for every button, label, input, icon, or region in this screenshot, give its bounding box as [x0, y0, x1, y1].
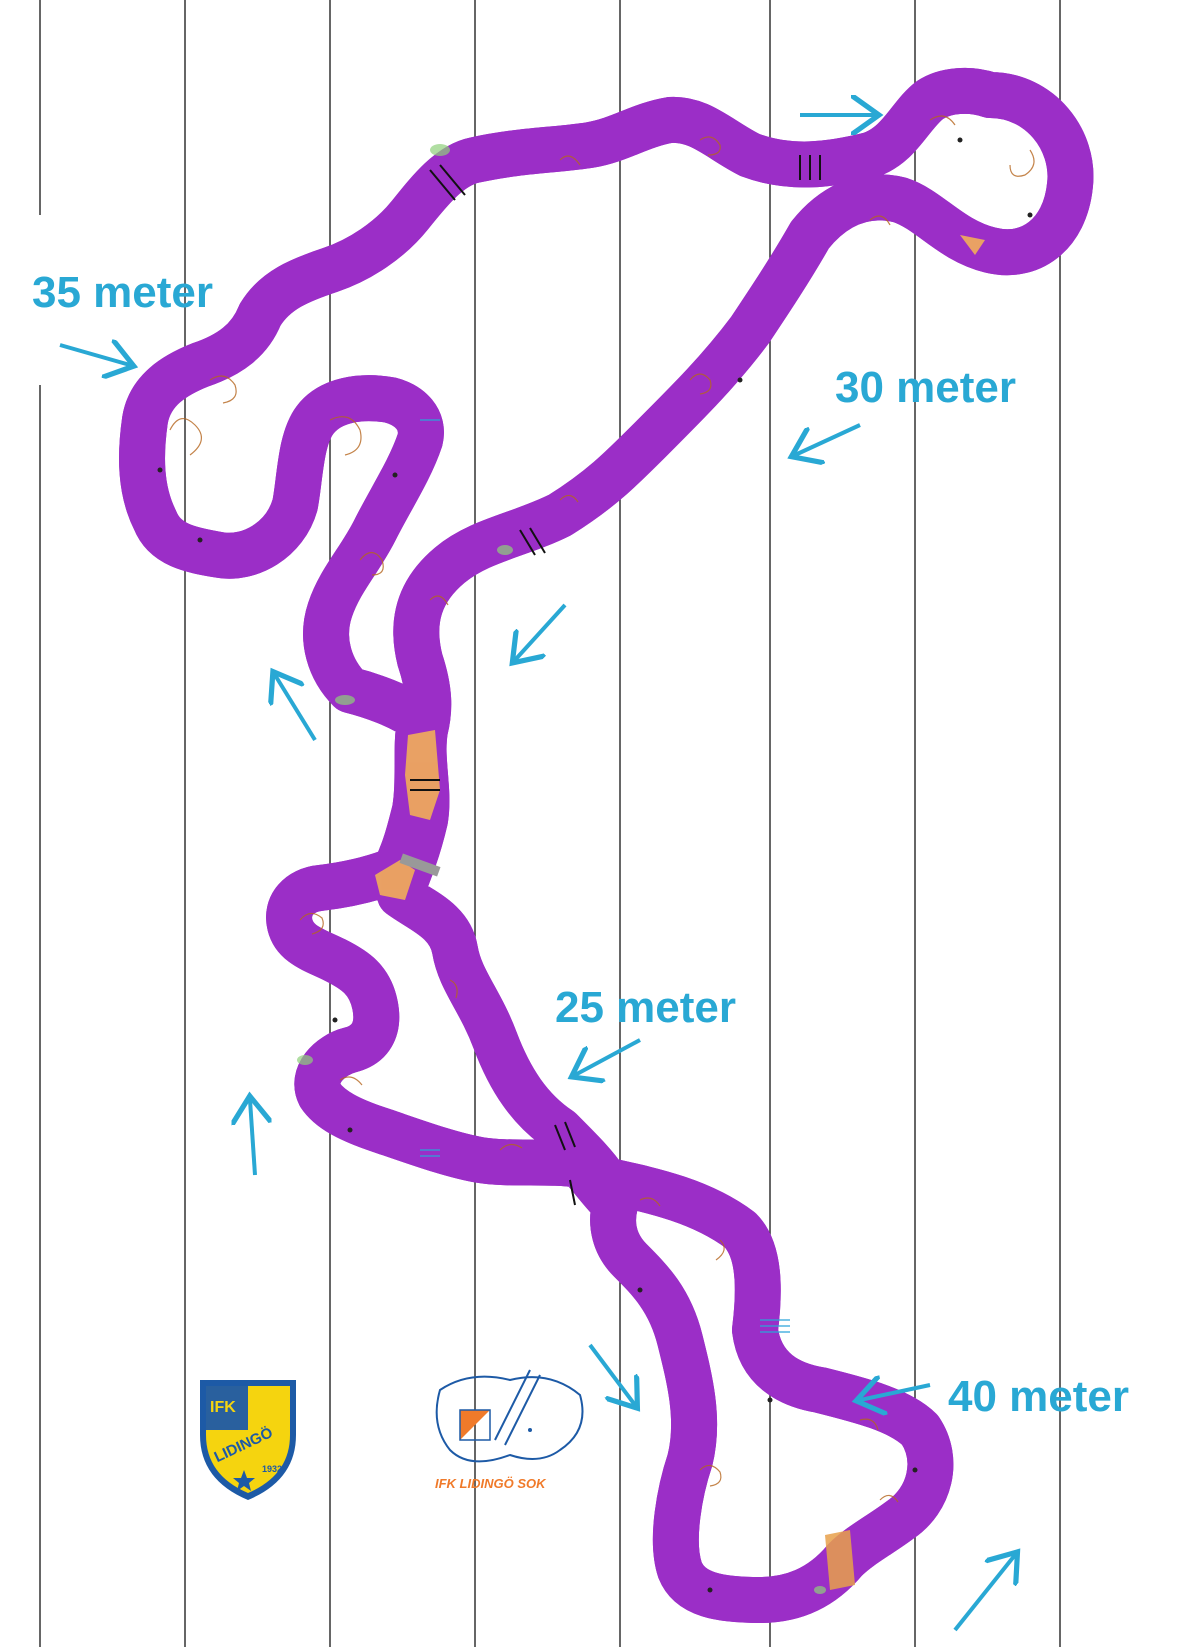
distance-label-35: 35 meter — [32, 268, 214, 317]
vegetation — [497, 545, 513, 555]
open-land-areas — [375, 235, 985, 1590]
ifk-lidingo-sok-logo: IFK LIDINGÖ SOK — [435, 1369, 584, 1491]
arrow-in-35-icon — [59, 345, 130, 365]
contour-lines — [169, 115, 1035, 1503]
open-land — [405, 730, 440, 820]
marsh-areas — [420, 419, 790, 1333]
ifk-lidingo-shield-icon: IFK LIDINGÖ 1932 — [200, 1380, 296, 1500]
open-land — [960, 235, 985, 255]
open-land — [825, 1530, 855, 1590]
vegetation — [297, 1055, 313, 1065]
shield-year-text: 1932 — [262, 1464, 282, 1474]
distance-label-25: 25 meter — [555, 983, 737, 1032]
distance-label-40: 40 meter — [948, 1372, 1130, 1421]
distance-label-30: 30 meter — [835, 363, 1017, 412]
arrow-down-right-icon — [588, 1343, 635, 1405]
direction-arrows — [59, 115, 1015, 1632]
open-land — [375, 860, 415, 900]
shield-star — [233, 1470, 255, 1491]
dot-features — [157, 137, 1033, 1593]
vegetation-patches — [297, 144, 826, 1594]
arrow-up-right-icon — [953, 1555, 1015, 1632]
vegetation — [814, 1586, 826, 1594]
vegetation — [430, 144, 450, 156]
track-marks — [410, 155, 821, 1206]
arrow-down-left-icon — [515, 603, 567, 660]
bridge-marker — [399, 853, 441, 877]
arrow-in-25-icon — [575, 1038, 641, 1075]
shield-top-text: IFK — [210, 1399, 236, 1416]
sok-text: IFK LIDINGÖ SOK — [435, 1476, 547, 1491]
arrow-in-30-icon — [795, 423, 861, 455]
course-corridor — [142, 91, 1070, 1600]
arrow-up-left-icon — [275, 675, 317, 742]
arrow-in-40-icon — [860, 1385, 931, 1400]
vegetation — [335, 695, 355, 705]
arrow-up-icon — [250, 1100, 255, 1176]
